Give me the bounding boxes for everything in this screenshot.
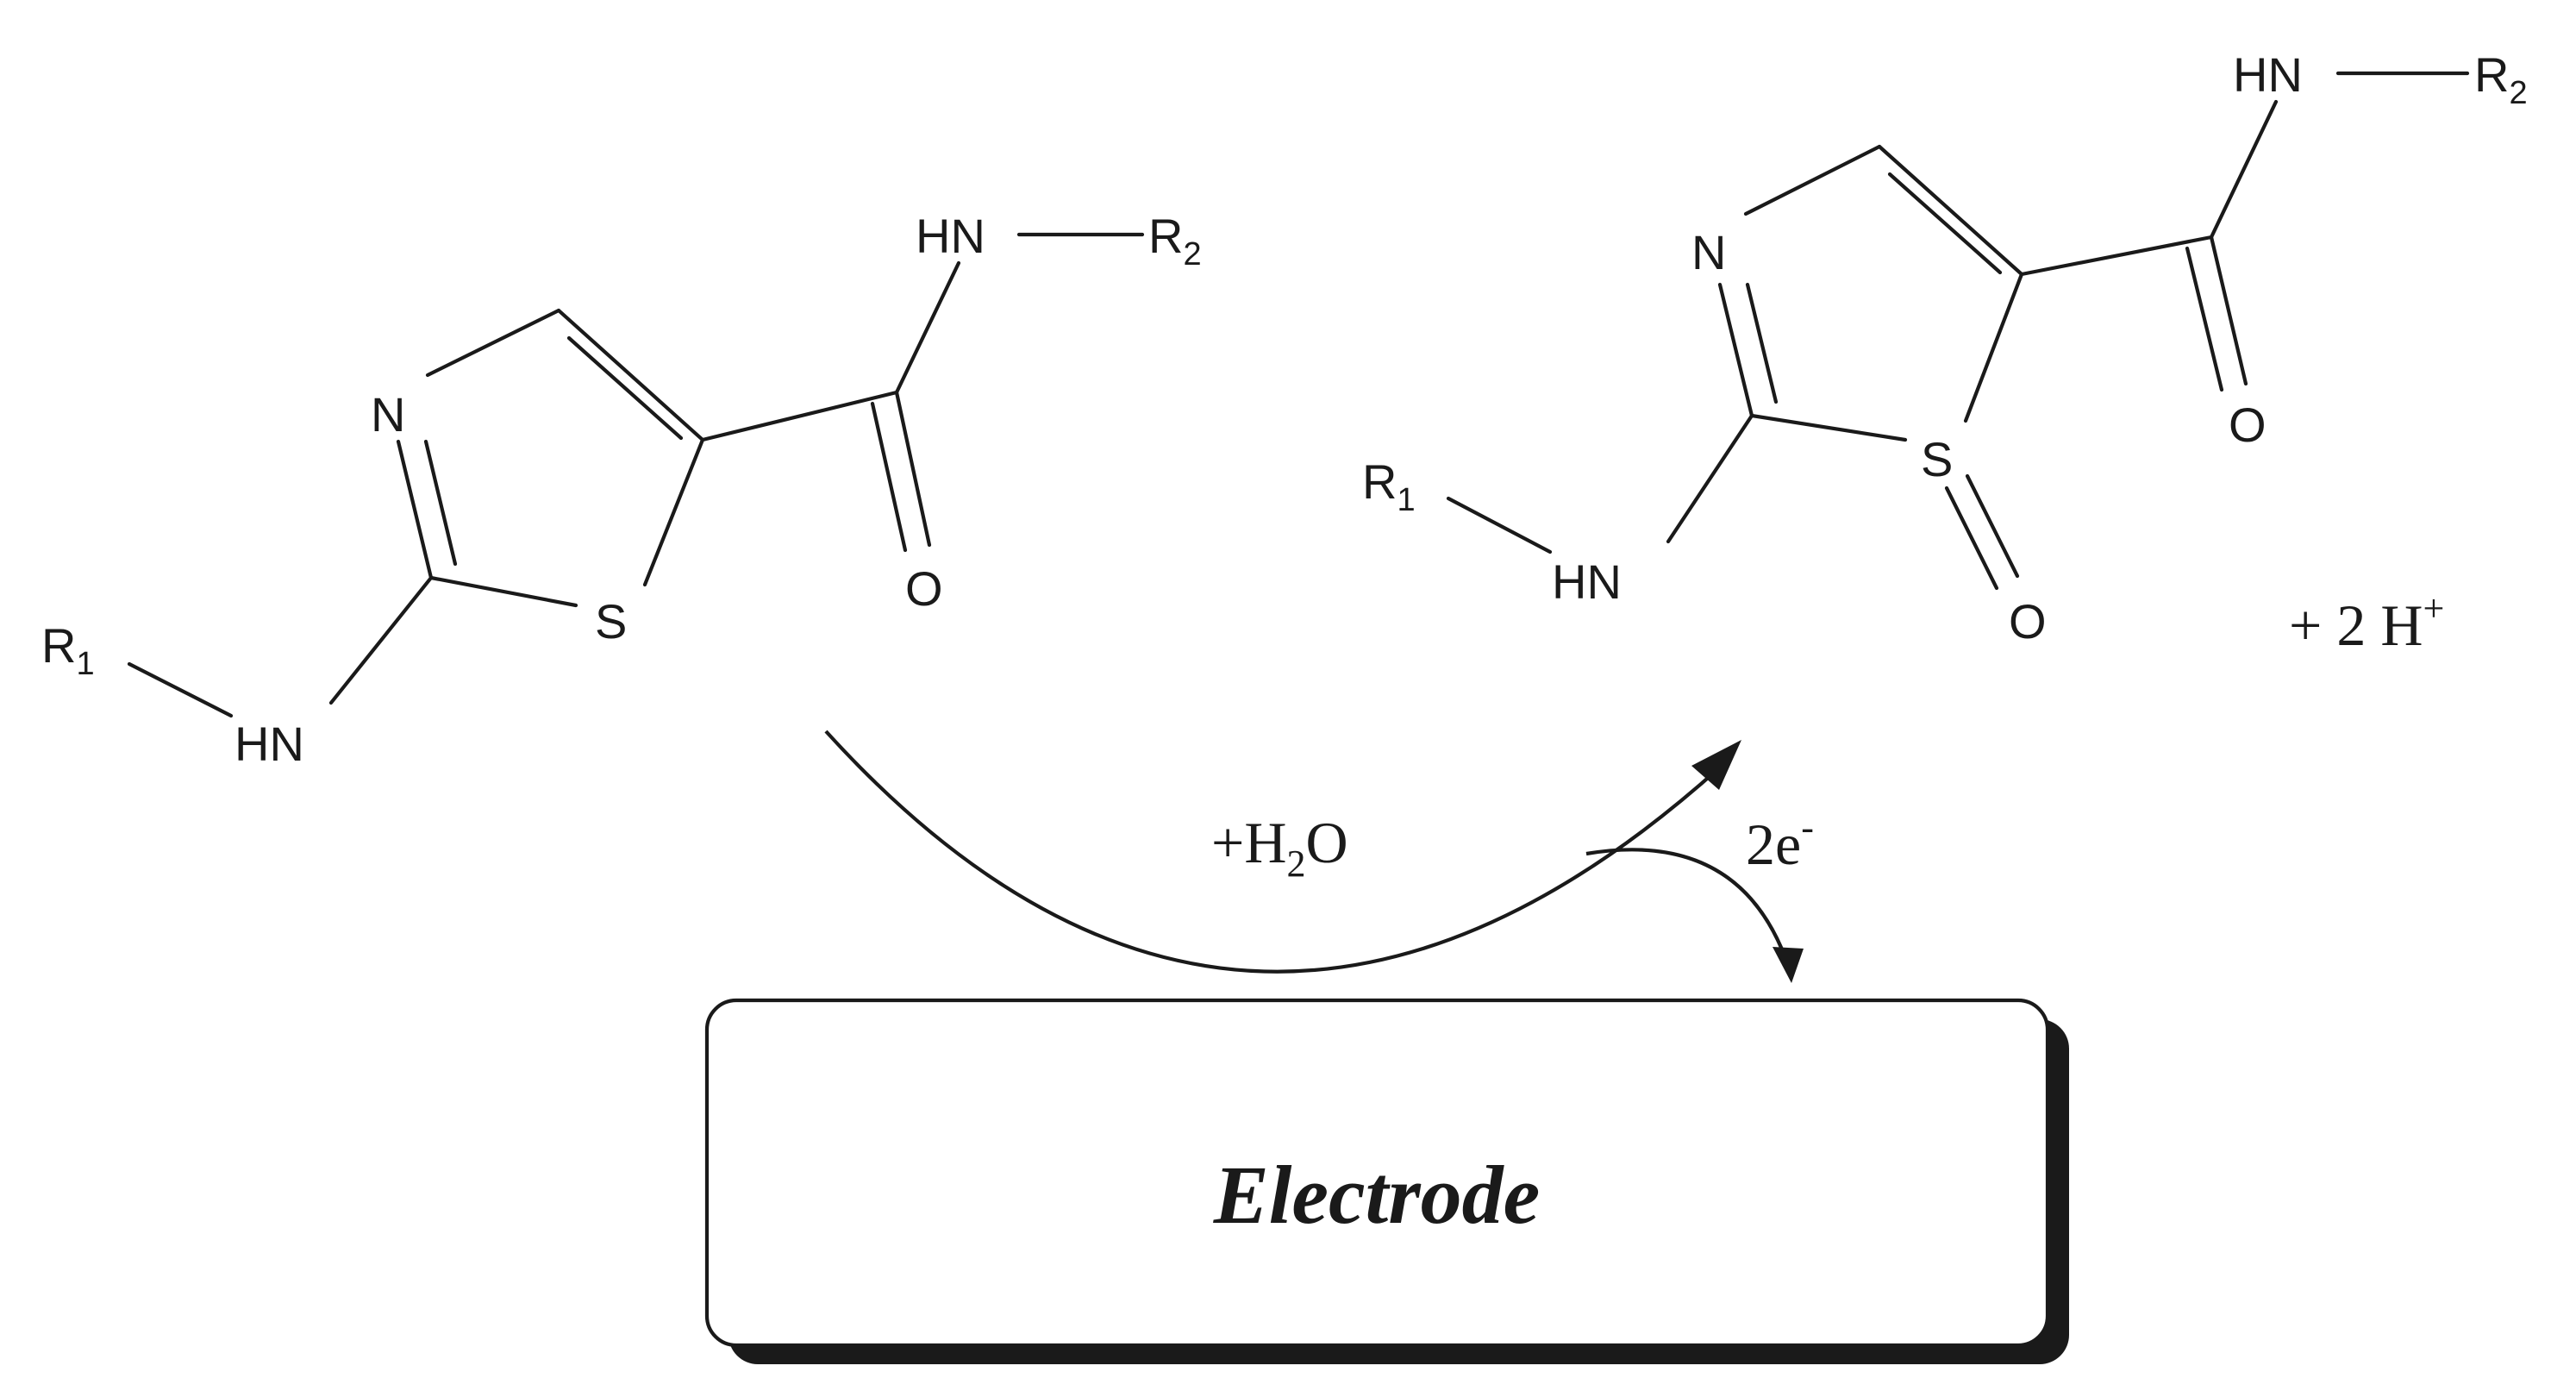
reactant-atom-s: S xyxy=(595,594,627,648)
reactant-atom-r2: R2 xyxy=(1148,209,1202,273)
reactant-bond-s-c2 xyxy=(428,575,578,608)
electron-arc xyxy=(1585,848,1791,968)
reactant-atom-r1: R1 xyxy=(41,618,95,682)
reactant-atom-n: N xyxy=(371,387,405,442)
electrode: Electrode xyxy=(704,998,2069,1364)
product-bond-nh-r1 xyxy=(1446,496,1553,554)
product-atom-hn-amine: HN xyxy=(1552,554,1622,609)
reactant-bond-c-o xyxy=(894,390,932,548)
reactant-bond-c2-n-double xyxy=(423,439,458,567)
product-atom-o: O xyxy=(2229,398,2267,452)
product-bond-c2-n xyxy=(1717,282,1754,418)
product-atom-o-sulfoxide: O xyxy=(2009,594,2047,648)
product-bond-carbonyl-nh xyxy=(2209,99,2279,240)
product-atom-s: S xyxy=(1921,432,1953,486)
reactant-bond-c2-n xyxy=(396,439,434,580)
reactant-bond-nh-r1 xyxy=(127,661,234,718)
product-bond-c5-carbonyl xyxy=(2019,235,2214,277)
product-bond-c-o-double xyxy=(2185,246,2224,392)
reactant-atom-o: O xyxy=(905,561,943,616)
product-bond-n-c4 xyxy=(1743,144,1882,216)
reactant-bond-c4-c5-double xyxy=(566,335,684,441)
reactant-atom-hn-amide: HN xyxy=(916,209,985,263)
reaction-arrowhead xyxy=(1691,740,1741,790)
reactant-bond-carbonyl-nh xyxy=(894,260,961,395)
reactant-bond-c4-c5 xyxy=(556,308,705,442)
electrode-label: Electrode xyxy=(1213,1149,1541,1241)
product-bond-c4-c5 xyxy=(1877,144,2024,277)
product-bond-c2-nh xyxy=(1666,413,1754,544)
product-atom-r2: R2 xyxy=(2474,47,2528,111)
product-atom-hn-amide: HN xyxy=(2233,47,2303,102)
electrons-label: 2e- xyxy=(1746,806,1814,877)
product-bond-c2-n-double xyxy=(1745,282,1779,404)
electron-transfer-arrow xyxy=(1585,848,1804,983)
electrode-box xyxy=(704,998,2050,1348)
water-label: +H2O xyxy=(1211,810,1348,885)
protons-label: + 2 H+ xyxy=(2289,587,2444,658)
reactant-bond-c2-nh xyxy=(328,575,434,705)
product-atom-r1: R1 xyxy=(1362,454,1416,518)
electron-arrowhead xyxy=(1773,947,1804,983)
product-bond-c4-c5-double xyxy=(1887,172,2003,275)
product-molecule: N S O O HN R2 HN R1 xyxy=(1362,47,2528,648)
reactant-bond-n-c4 xyxy=(425,308,561,378)
product-bond-s-c2 xyxy=(1749,413,1908,442)
reactant-bond-c5-carbonyl xyxy=(700,390,899,442)
reactant-bond-c5-s xyxy=(642,437,705,587)
reactant-atom-hn-amine: HN xyxy=(234,717,304,771)
product-bond-c-o xyxy=(2209,235,2248,386)
product-bond-s-o-double xyxy=(1944,486,1999,591)
product-bond-s-o xyxy=(1965,473,2020,579)
reaction-arrow xyxy=(824,730,1741,974)
reactant-molecule: N S O HN R2 HN R1 xyxy=(41,209,1202,771)
product-atom-n: N xyxy=(1691,225,1726,279)
reaction-arc xyxy=(824,730,1733,974)
reactant-bond-c-o-double xyxy=(870,401,908,553)
product-bond-c5-s xyxy=(1963,272,2024,423)
